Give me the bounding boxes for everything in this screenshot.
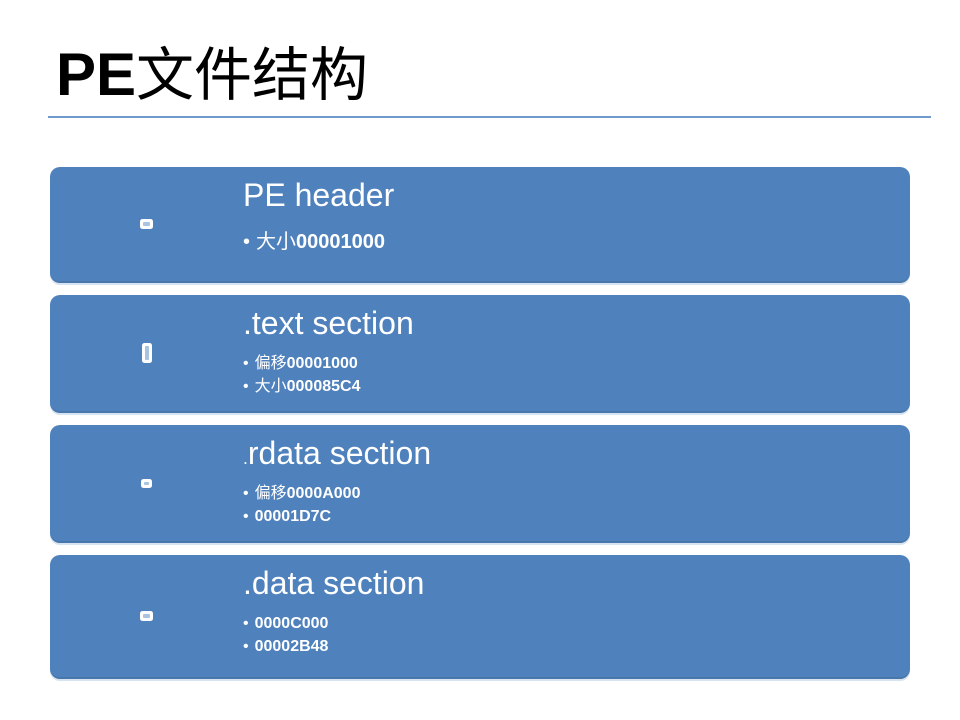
bullet-list: 偏移0000A000 00001D7C (243, 482, 910, 528)
bullet-value: 00002B48 (254, 637, 329, 655)
card-title: .text section (243, 305, 910, 342)
thumbnail-column (50, 167, 243, 281)
card-title-text: PE header (243, 177, 395, 213)
card-title: .rdata section (243, 435, 910, 472)
bullet-value: 0000C000 (254, 614, 329, 632)
page-title-cjk: 文件结构 (136, 43, 369, 108)
card-title: PE header (243, 177, 910, 214)
thumbnail-icon (141, 478, 152, 488)
bullet-list: 大小00001000 (243, 228, 910, 257)
thumbnail-icon (140, 219, 153, 229)
bullet-list: 偏移00001000 大小000085C4 (243, 352, 910, 398)
page-title-latin: PE (56, 41, 137, 108)
thumbnail-icon (141, 343, 152, 363)
bullet-label: 偏移 (254, 484, 287, 502)
bullet-list: 0000C000 00002B48 (243, 612, 910, 658)
card-data-section: .data section 0000C000 00002B48 (50, 555, 910, 679)
thumbnail-column (50, 425, 243, 541)
bullet-item: 大小000085C4 (243, 375, 910, 398)
thumbnail-icon-inner (143, 222, 150, 226)
card-title-dot: . (243, 448, 248, 468)
bullet-item: 0000C000 (243, 612, 910, 635)
thumbnail-column (50, 295, 243, 411)
bullet-label: 大小 (256, 230, 297, 253)
bullet-label: 偏移 (254, 354, 287, 372)
card-text-section: .text section 偏移00001000 大小000085C4 (50, 295, 910, 413)
bullet-item: 00002B48 (243, 635, 910, 658)
thumbnail-icon-inner (144, 481, 149, 485)
thumbnail-icon-inner (143, 614, 150, 618)
card-text-column: .text section 偏移00001000 大小000085C4 (243, 295, 910, 411)
bullet-item: 大小00001000 (243, 228, 910, 257)
thumbnail-icon (140, 611, 153, 621)
card-text-column: PE header 大小00001000 (243, 167, 910, 281)
bullet-value: 00001000 (296, 230, 385, 253)
bullet-value: 00001000 (286, 354, 358, 372)
page-title: PE文件结构 (56, 42, 368, 108)
thumbnail-column (50, 555, 243, 677)
bullet-label: 大小 (254, 377, 287, 395)
card-text-column: .rdata section 偏移0000A000 00001D7C (243, 425, 910, 541)
title-underline (48, 116, 931, 118)
bullet-item: 00001D7C (243, 505, 910, 528)
card-title-text: rdata section (247, 435, 432, 471)
bullet-item: 偏移00001000 (243, 352, 910, 375)
bullet-item: 偏移0000A000 (243, 482, 910, 505)
card-list: PE header 大小00001000 .text section 偏移000… (50, 167, 910, 691)
card-rdata-section: .rdata section 偏移0000A000 00001D7C (50, 425, 910, 543)
card-pe-header: PE header 大小00001000 (50, 167, 910, 283)
thumbnail-icon-inner (144, 346, 149, 360)
card-text-column: .data section 0000C000 00002B48 (243, 555, 910, 677)
card-title: .data section (243, 565, 910, 602)
card-title-text: .text section (243, 305, 414, 341)
bullet-value: 00001D7C (254, 507, 332, 525)
bullet-value: 000085C4 (286, 377, 361, 395)
card-title-text: .data section (243, 565, 425, 601)
bullet-value: 0000A000 (286, 484, 361, 502)
